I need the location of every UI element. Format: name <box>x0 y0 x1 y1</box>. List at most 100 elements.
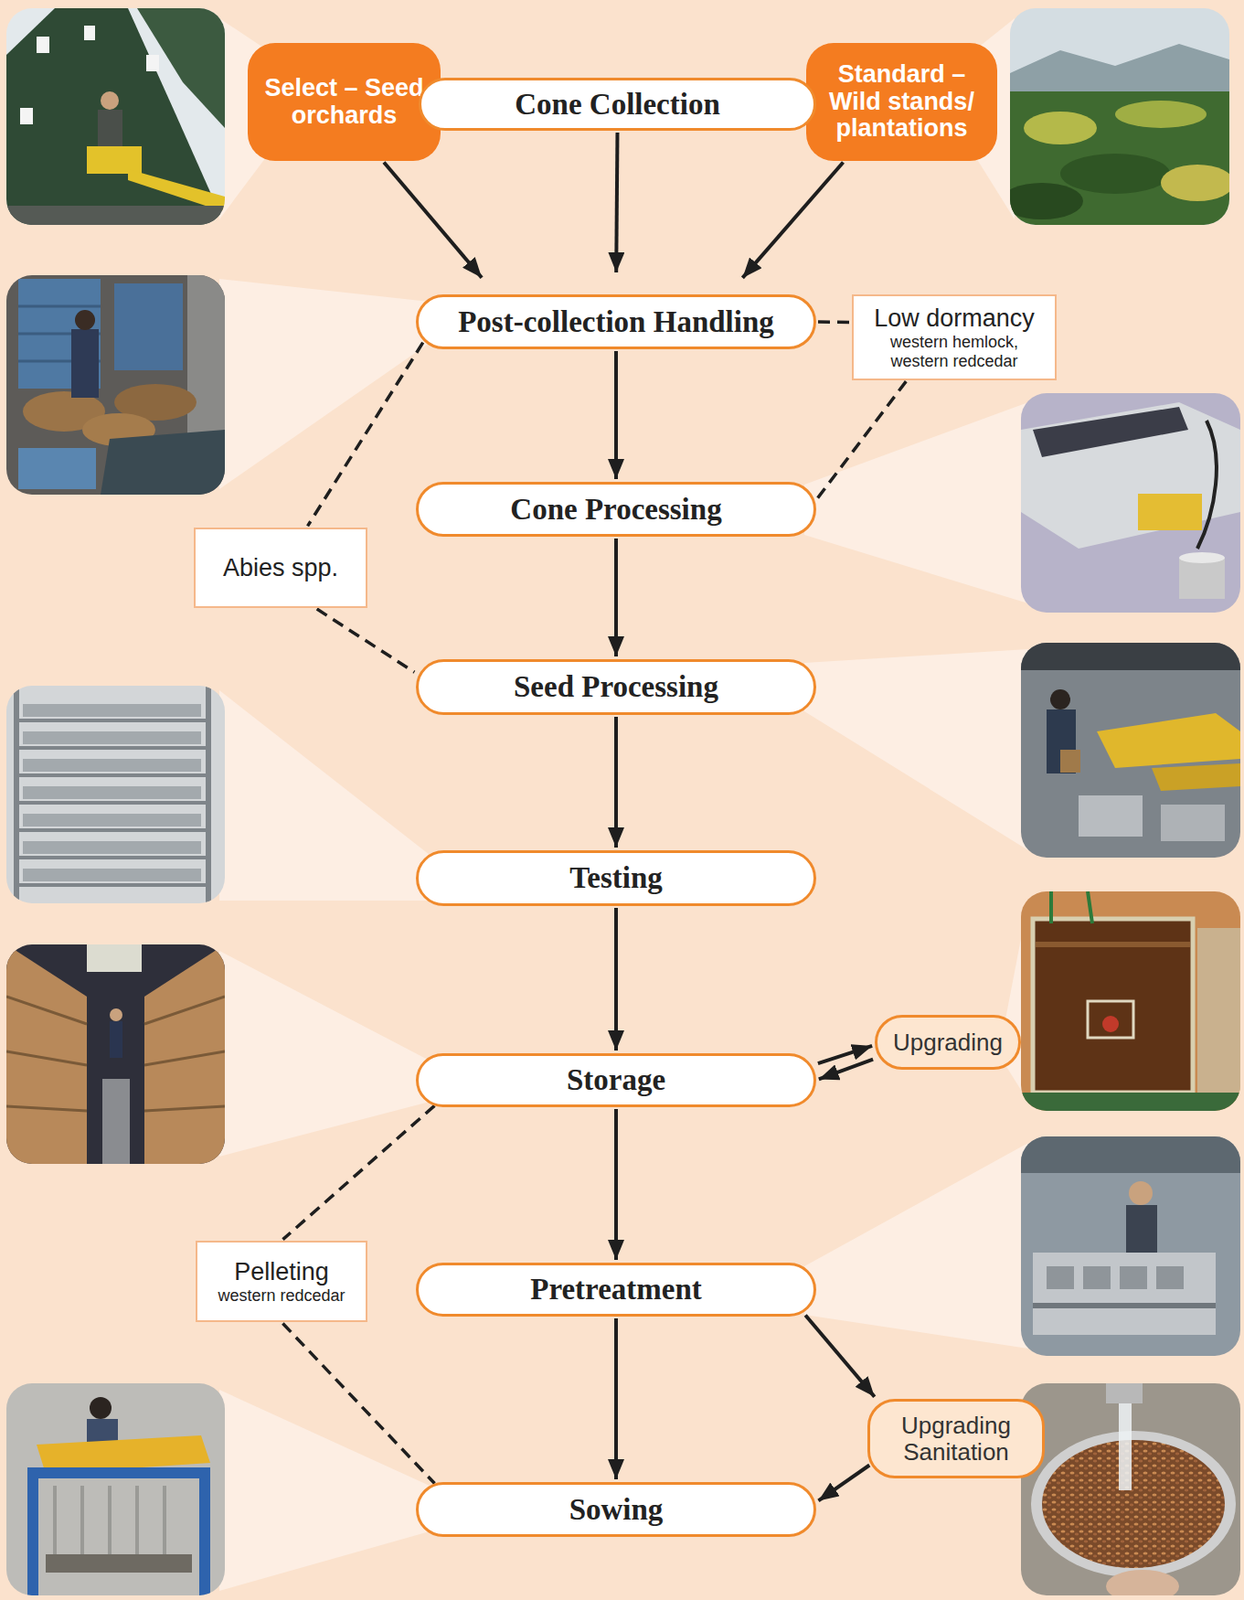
species-note: Pelletingwestern redcedar <box>195 1240 368 1322</box>
dashed-link <box>818 319 851 324</box>
photo-dewinging <box>1060 749 1081 773</box>
photo-test-racks <box>22 703 202 882</box>
photo-orchard-lift <box>6 8 225 225</box>
box-label: Abies spp. <box>223 552 339 583</box>
photo-freezer <box>6 944 225 1164</box>
photo-soaking-tanks <box>1156 1265 1184 1289</box>
process-box: Cone Processing <box>415 481 817 537</box>
option-box: Upgrading <box>874 1014 1021 1070</box>
photo-freezer <box>109 1008 123 1021</box>
photo-soaking-tanks <box>1020 1136 1241 1173</box>
photo-dewinging <box>1078 795 1143 837</box>
photo-cone-sacks <box>114 283 183 371</box>
light-rays <box>219 690 430 901</box>
box-sublabel: western hemlock, western redcedar <box>862 332 1046 371</box>
photo-soaking-tanks <box>1032 1302 1216 1308</box>
photo-flotation-tank <box>1087 1000 1134 1038</box>
light-rays <box>804 402 1029 604</box>
flow-arrow <box>614 538 618 657</box>
species-note: Abies spp. <box>193 527 368 608</box>
photo-tumbler <box>1020 393 1241 613</box>
photo-tumbler <box>1020 393 1241 613</box>
photo-test-racks <box>18 855 211 860</box>
photo-cone-sacks <box>71 329 99 398</box>
flow-arrow <box>614 350 618 479</box>
photo-test-racks <box>18 828 211 832</box>
photo-freezer <box>144 1105 225 1111</box>
photo-soaking-tanks <box>1020 1136 1241 1356</box>
photo-test-racks <box>22 813 202 827</box>
photo-dewinging <box>1020 642 1241 858</box>
box-label: Cone Processing <box>510 492 722 527</box>
photo-flotation-tank <box>1020 891 1241 1111</box>
photo-freezer <box>86 944 142 972</box>
photo-test-racks <box>18 718 211 723</box>
photo-seed-rinse <box>1020 1382 1241 1595</box>
photo-tumbler <box>1020 402 1241 549</box>
photo-dewinging <box>1020 642 1241 858</box>
photo-tumbler <box>1179 557 1225 599</box>
photo-seed-rinse <box>1105 1569 1180 1595</box>
photo-dewinging <box>1050 689 1071 710</box>
flow-arrow <box>742 162 843 278</box>
process-box: Sowing <box>415 1481 817 1537</box>
photo-seeder <box>53 1485 57 1554</box>
flow-arrow <box>614 1108 618 1260</box>
photo-soaking-tanks <box>1032 1252 1216 1335</box>
photo-test-racks <box>18 773 211 777</box>
photo-tumbler <box>1137 493 1202 531</box>
photo-seeder <box>107 1485 112 1554</box>
flow-arrow <box>818 1059 873 1080</box>
process-box: Seed Processing <box>415 659 817 715</box>
photo-seed-rinse <box>1041 1439 1225 1568</box>
photo-test-racks <box>18 745 211 750</box>
photo-orchard-lift <box>36 36 50 54</box>
photo-freezer <box>6 996 87 1024</box>
option-box: Upgrading Sanitation <box>867 1398 1045 1478</box>
photo-test-racks <box>18 882 211 887</box>
photo-orchard-lift <box>100 91 119 110</box>
photo-freezer <box>144 996 225 1024</box>
box-label: Seed Processing <box>513 669 719 704</box>
photo-cone-sacks <box>74 309 96 330</box>
photo-soaking-tanks <box>1046 1265 1074 1289</box>
photo-seed-rinse <box>1031 1430 1236 1577</box>
photo-cone-sacks <box>6 275 225 495</box>
photo-test-racks <box>18 718 211 887</box>
flow-arrow <box>616 132 617 273</box>
photo-freezer <box>6 944 87 1164</box>
box-label: Upgrading <box>893 1029 1003 1056</box>
photo-seed-rinse <box>1118 1403 1132 1490</box>
photo-seeder <box>27 1467 211 1478</box>
photo-cone-sacks <box>18 305 101 309</box>
photo-freezer <box>144 1051 225 1065</box>
photo-flotation-tank <box>1102 1015 1119 1032</box>
flow-arrow <box>614 907 618 1051</box>
photo-seeder <box>6 1382 225 1595</box>
process-box: Post-collection Handling <box>415 294 817 350</box>
photo-dewinging <box>1160 804 1225 841</box>
dashed-link <box>283 1105 436 1239</box>
light-rays <box>219 950 430 1157</box>
photo-seed-rinse <box>1020 1382 1241 1595</box>
photo-seeder <box>27 1467 39 1595</box>
flow-arrow <box>614 716 618 848</box>
photo-forest <box>1023 111 1097 145</box>
flow-arrow <box>805 1315 875 1397</box>
flow-arrow <box>818 1464 870 1500</box>
photo-soaking-tanks <box>1126 1204 1158 1255</box>
light-rays <box>219 18 1029 1591</box>
photo-flotation-tank <box>1020 1092 1241 1111</box>
light-rays <box>804 648 1029 851</box>
photo-forest <box>1115 100 1207 128</box>
photo-orchard-lift <box>146 54 160 72</box>
light-rays <box>804 1142 1029 1349</box>
photo-test-racks <box>22 868 202 882</box>
box-label: Post-collection Handling <box>457 305 775 340</box>
box-label: Upgrading Sanitation <box>882 1412 1030 1465</box>
photo-orchard-lift <box>20 107 33 125</box>
photo-forest <box>1160 164 1230 202</box>
